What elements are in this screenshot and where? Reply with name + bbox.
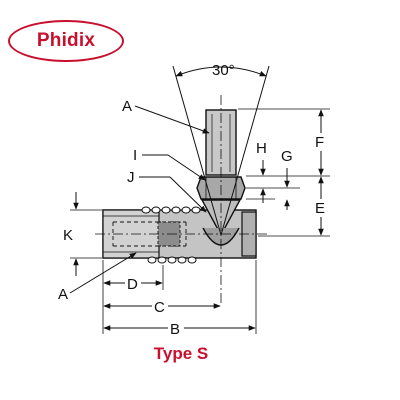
label-c: C xyxy=(154,299,165,316)
label-e: E xyxy=(315,200,325,217)
type-caption: Type S xyxy=(153,344,209,363)
label-g: G xyxy=(281,148,293,165)
phidix-logo: Phidix xyxy=(8,20,124,62)
label-b: B xyxy=(170,321,180,338)
label-k: K xyxy=(63,227,73,244)
logo-text: Phidix xyxy=(36,30,96,51)
cone-line-right xyxy=(220,65,270,236)
angle-arc xyxy=(175,66,267,77)
spring-bottom xyxy=(147,256,197,264)
label-a-bottom: A xyxy=(58,286,68,303)
label-j: J xyxy=(127,169,135,186)
spring-top xyxy=(141,206,201,214)
cone-line-left xyxy=(172,65,222,236)
label-d: D xyxy=(127,276,138,293)
angle-label: 30° xyxy=(212,62,235,79)
label-h: H xyxy=(256,140,267,157)
label-i: I xyxy=(133,147,137,164)
label-f: F xyxy=(315,134,324,151)
logo-oval xyxy=(8,20,124,62)
label-a-top: A xyxy=(122,98,132,115)
